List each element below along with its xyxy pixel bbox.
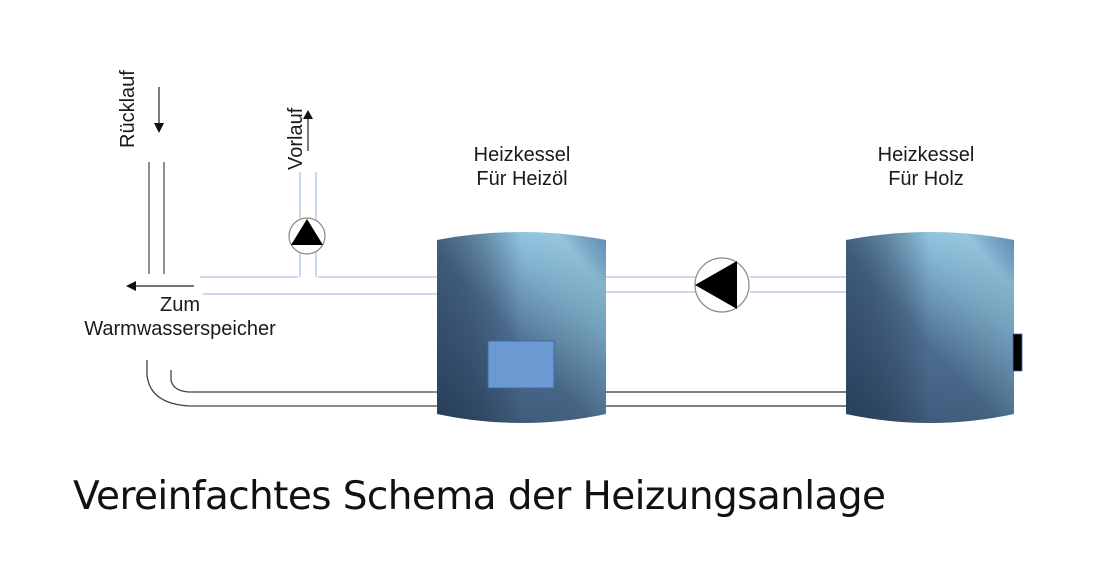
wood-boiler-label-line2: Für Holz: [888, 168, 964, 190]
return-flow-label: Rücklauf: [117, 70, 139, 148]
supply-header-pipe: [200, 276, 437, 295]
wood-boiler-label: Heizkessel Für Holz: [826, 143, 1026, 191]
boiler-link-supply-pipe: [606, 276, 846, 293]
diagram-caption: Vereinfachtes Schema der Heizungsanlage: [73, 474, 886, 519]
supply-pump-icon: [288, 217, 326, 255]
firing-door: [1012, 333, 1023, 372]
boiler-link-return-pipe: [604, 391, 850, 407]
to-storage-label-line2: Warmwasserspeicher: [84, 318, 276, 340]
return-header-pipe: [146, 360, 437, 407]
wood-boiler-tank: [846, 232, 1023, 423]
burner-window: [487, 340, 555, 389]
to-storage-label: Zum Warmwasserspeicher: [50, 293, 310, 341]
oil-boiler-label: Heizkessel Für Heizöl: [422, 143, 622, 191]
circulation-pump-icon: [694, 257, 750, 313]
to-storage-label-line1: Zum: [160, 294, 200, 316]
supply-arrow-icon: [303, 110, 313, 151]
supply-flow-label: Vorlauf: [285, 107, 307, 170]
oil-boiler-label-line2: Für Heizöl: [476, 168, 568, 190]
oil-boiler-tank: [437, 232, 606, 423]
to-storage-arrow-icon: [126, 281, 194, 291]
return-riser-pipe: [148, 162, 165, 274]
wood-boiler-label-line1: Heizkessel: [877, 144, 975, 166]
oil-boiler-label-line1: Heizkessel: [473, 144, 571, 166]
return-arrow-icon: [154, 87, 164, 133]
